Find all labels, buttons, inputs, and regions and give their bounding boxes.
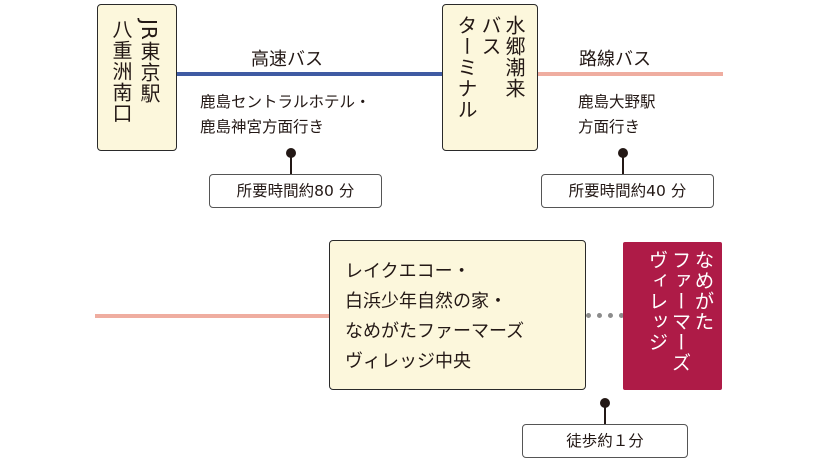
highway-bus-direction-line1: 鹿島セントラルホテル・ — [200, 93, 371, 111]
destination-name-col3: ヴィレッジ — [645, 250, 668, 353]
stop-name-line4: ヴィレッジ中央 — [345, 351, 471, 372]
route-bus-label: 路線バス — [579, 49, 651, 70]
highway-bus-time-marker — [286, 148, 296, 158]
route-bus-time-marker — [618, 148, 628, 158]
highway-bus-line — [176, 72, 444, 76]
walk-time-marker — [600, 398, 610, 408]
walk-travel-time: 徒歩約１分 — [522, 424, 688, 458]
destination-name-col2: ファーマーズ — [668, 250, 691, 373]
route-bus-time-stem — [622, 156, 624, 174]
walk-dotted-line — [586, 313, 624, 318]
highway-bus-travel-time: 所要時間約80 分 — [209, 174, 382, 208]
stop-name-line2: 白浜少年自然の家・ — [345, 291, 507, 312]
highway-bus-direction-line2: 鹿島神宮方面行き — [200, 118, 325, 136]
station-tokyo-name-col2: 八重洲南口 — [109, 19, 133, 124]
stop-name-line1: レイクエコー・ — [345, 261, 471, 282]
destination-name-col1: なめがた — [691, 250, 714, 332]
station-lake-echo-stop: レイクエコー・ 白浜少年自然の家・ なめがたファーマーズ ヴィレッジ中央 — [329, 240, 586, 390]
route-bus-direction-line1: 鹿島大野駅 — [578, 93, 656, 111]
highway-bus-label: 高速バス — [251, 49, 323, 70]
station-tokyo-name-col1: JR東京駅 — [137, 19, 161, 104]
stop-name-line3: なめがたファーマーズ — [345, 321, 525, 342]
route-bus-travel-time: 所要時間約40 分 — [541, 174, 714, 208]
destination-namegata-farmers-village: なめがた ファーマーズ ヴィレッジ — [623, 242, 722, 390]
walk-time-stem — [604, 406, 606, 424]
station-suigo-itako-bus-terminal: 水郷潮来 バス ターミナル — [442, 4, 538, 151]
route-bus-line-top — [538, 72, 723, 76]
station-mito-name-col2: バス — [478, 15, 502, 57]
station-tokyo-yaesu-south: JR東京駅 八重洲南口 — [97, 4, 177, 151]
route-bus-line-bottom — [95, 314, 331, 318]
route-bus-direction-line2: 方面行き — [578, 118, 641, 136]
station-mito-name-col1: 水郷潮来 — [502, 15, 526, 99]
highway-bus-time-stem — [290, 156, 292, 174]
station-mito-name-col3: ターミナル — [454, 15, 478, 120]
